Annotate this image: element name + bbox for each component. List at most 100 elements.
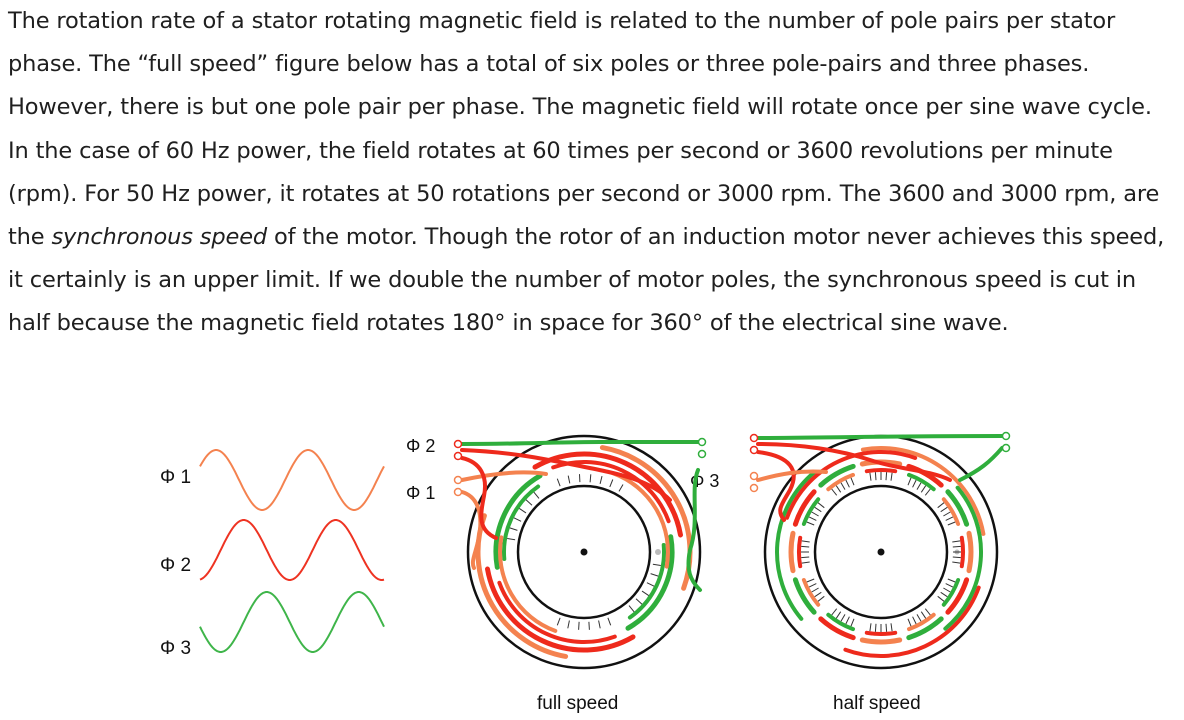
wave-label-phase3: Φ 3 — [160, 638, 192, 659]
coil-turn — [840, 482, 846, 490]
winding-coil — [818, 463, 856, 488]
coil-turn — [845, 616, 850, 625]
winding-coil — [501, 484, 541, 561]
full-speed-leads — [460, 440, 702, 592]
coil-turn — [609, 479, 614, 488]
coil-turn — [519, 507, 527, 514]
coil-turn — [806, 521, 815, 526]
coil-turn — [567, 620, 570, 629]
paragraph-text-1: The rotation rate of a stator rotating m… — [8, 8, 1160, 251]
winding-coil — [785, 449, 918, 520]
coil-turn — [890, 472, 893, 481]
coil-turn — [947, 521, 956, 526]
half-speed-leads — [756, 434, 1004, 522]
coil-turn — [801, 561, 810, 564]
coil-turn — [945, 516, 954, 521]
coil-turn — [817, 595, 825, 602]
coil-turn — [817, 502, 825, 509]
synchronous-speed-term: synchronous speed — [51, 224, 268, 251]
winding-coil — [826, 472, 855, 492]
paragraph-text-2: of the motor. Though the rotor of an ind… — [8, 224, 1165, 337]
coil-turn — [618, 484, 624, 492]
coil-turn — [628, 605, 635, 613]
coil-turn — [874, 623, 877, 632]
coil-turn — [801, 540, 810, 543]
coil-turn — [814, 591, 822, 598]
explanation-paragraph: The rotation rate of a stator rotating m… — [8, 0, 1178, 346]
coil-turn — [885, 472, 888, 481]
coil-turn — [533, 491, 540, 499]
coil-turn — [646, 582, 655, 587]
coil-turn — [801, 545, 810, 548]
wave-label-phase1: Φ 1 — [160, 467, 192, 488]
winding-coil — [801, 578, 821, 607]
winding-coil — [788, 530, 796, 574]
coil-turn — [814, 506, 822, 513]
coil-turn — [831, 488, 838, 496]
coil-turn — [509, 527, 518, 531]
caption-full-speed: full speed — [537, 693, 619, 714]
coil-turn — [937, 502, 945, 509]
coil-turn — [869, 623, 872, 632]
winding-coil — [906, 616, 944, 641]
coil-turn — [916, 614, 922, 622]
coil-turn — [635, 598, 643, 605]
terminal-label-phi1: Φ 1 — [406, 483, 436, 503]
coil-turn — [907, 477, 912, 486]
winding-coil — [627, 543, 667, 620]
coil-turn — [806, 578, 815, 583]
winding-coil — [945, 489, 970, 527]
winding-coil — [941, 497, 961, 526]
coil-turn — [652, 563, 661, 566]
winding-coil — [792, 577, 817, 615]
coil-turn — [874, 472, 877, 481]
winding-coil — [497, 580, 617, 645]
coil-turn — [835, 485, 842, 493]
winding-coil — [941, 578, 961, 607]
rotor-center-dot — [580, 548, 588, 556]
winding-coil — [864, 467, 898, 474]
winding-coil — [498, 535, 558, 633]
winding-coil — [792, 489, 817, 527]
terminal-label-phi2: Φ 2 — [406, 436, 436, 456]
coil-turn — [920, 485, 927, 493]
winding-coil — [943, 485, 983, 631]
coil-turn — [947, 578, 956, 583]
coil-turn — [845, 479, 850, 488]
coil-turn — [578, 621, 580, 630]
coil-turn — [598, 620, 601, 629]
figure-drawing — [199, 431, 1011, 670]
coil-turn — [525, 499, 533, 506]
coil-turn — [943, 511, 951, 517]
coil-turn — [952, 545, 961, 548]
winding-coil — [493, 473, 543, 570]
coil-turn — [952, 540, 961, 543]
winding-coil — [826, 612, 855, 632]
winding-coil — [818, 616, 856, 641]
coil-turn — [801, 556, 810, 559]
coil-turn — [943, 587, 951, 593]
coil-turn — [916, 482, 922, 490]
coil-turn — [567, 475, 571, 484]
coil-turn — [940, 506, 948, 513]
coil-turn — [920, 611, 927, 619]
coil-turn — [850, 618, 855, 627]
winding-coil — [610, 471, 670, 569]
winding-coil — [801, 497, 821, 526]
coil-turn — [850, 477, 855, 486]
coil-turn — [556, 617, 561, 626]
coil-turn — [912, 479, 917, 488]
wave-label-phase2: Φ 2 — [160, 555, 192, 576]
coil-turn — [641, 590, 649, 597]
winding-coil — [907, 472, 936, 492]
coil-turn — [808, 516, 817, 521]
sine-wave-phase2 — [199, 519, 385, 581]
winding-coil — [859, 637, 903, 645]
winding-coil — [532, 451, 683, 538]
winding-coil — [966, 530, 974, 574]
winding-coil — [775, 470, 817, 621]
rotor-bore — [813, 484, 949, 620]
winding-coil — [860, 446, 986, 536]
coil-turn — [885, 623, 888, 632]
rotor-bore — [516, 484, 652, 620]
